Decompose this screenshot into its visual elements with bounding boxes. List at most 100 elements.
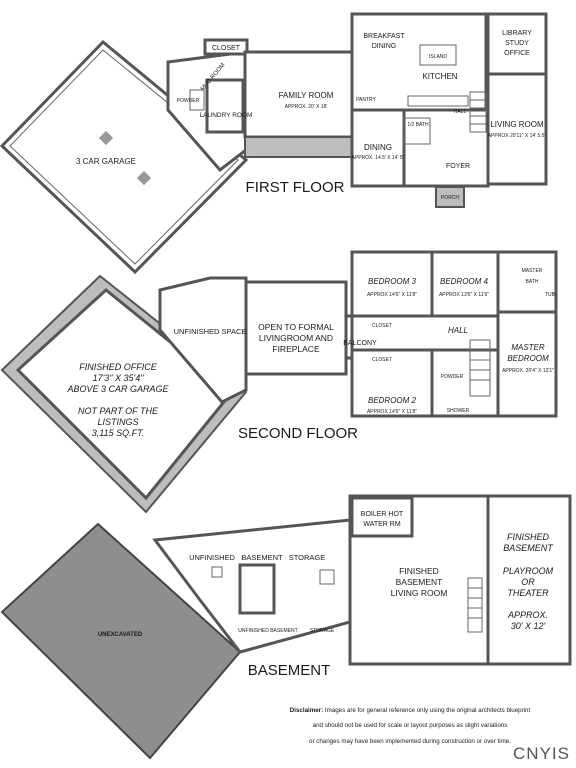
closet-label: CLOSET bbox=[212, 45, 241, 52]
balcony-label: BALCONY bbox=[343, 340, 377, 347]
half-bath-label: 1/2 BATH bbox=[407, 122, 429, 128]
kitchen-island bbox=[419, 44, 457, 66]
unfinished-label: UNFINISHED bbox=[189, 553, 235, 562]
master-bath-label: MASTER bbox=[522, 268, 543, 274]
living-room bbox=[486, 72, 548, 186]
disclaimer-line-2: and should not be used for scale or layo… bbox=[313, 722, 508, 729]
open-to-below bbox=[244, 280, 348, 376]
upstairs-bath bbox=[430, 348, 500, 418]
family-room-terrace bbox=[244, 136, 354, 158]
dining-label: DINING bbox=[364, 143, 392, 152]
closet-2-label: CLOSET bbox=[372, 357, 392, 363]
second-floor-title: SECOND FLOOR bbox=[238, 425, 358, 442]
hall-label-2: HALL bbox=[448, 326, 468, 335]
library-label: LIBRARY bbox=[502, 30, 532, 37]
upstairs-hall bbox=[350, 314, 500, 352]
boiler-room bbox=[350, 496, 414, 538]
closet-room bbox=[203, 38, 249, 56]
unexcavated-label: UNEXCAVATED bbox=[98, 632, 143, 638]
porch-label: PORCH bbox=[441, 195, 459, 201]
storage-label: STORAGE bbox=[289, 553, 326, 562]
closet-1-label: CLOSET bbox=[372, 323, 392, 329]
unfinished-space-label: UNFINISHED SPACE bbox=[174, 327, 247, 336]
first-floor-title: FIRST FLOOR bbox=[246, 179, 345, 196]
kitchen-label: KITCHEN bbox=[422, 72, 457, 81]
unexcavated-area bbox=[0, 522, 242, 760]
disclaimer-text-1: Images are for general reference only us… bbox=[323, 707, 530, 714]
pantry-label: PANTRY bbox=[356, 97, 376, 103]
disclaimer: Disclaimer: Images are for general refer… bbox=[290, 707, 531, 745]
basement-title: BASEMENT bbox=[248, 662, 331, 679]
living-room-label: LIVING ROOM bbox=[490, 120, 544, 129]
playroom-line-9: 30' X 12' bbox=[511, 621, 546, 631]
master-bath bbox=[496, 250, 558, 314]
bedroom-3-size: APPROX 14'6" X 11'8" bbox=[367, 292, 417, 298]
unfinished-small-label: UNFINISHED BASEMENT bbox=[238, 628, 297, 634]
stairs bbox=[469, 91, 487, 133]
breakfast-label: BREAKFAST bbox=[363, 33, 405, 40]
playroom-line-2: BASEMENT bbox=[503, 543, 554, 553]
finished-living-line-1: FINISHED bbox=[399, 566, 439, 576]
office-line-7: 3,115 SQ.FT. bbox=[92, 428, 145, 438]
half-bath bbox=[403, 117, 431, 145]
living-room-size: APPROX 20'11" X 14' 5.5" bbox=[488, 133, 547, 139]
family-room-size: APPROX. 20' X 18' bbox=[285, 104, 328, 110]
basement-stairs bbox=[467, 577, 483, 633]
bedroom-4-label: BEDROOM 4 bbox=[440, 277, 489, 286]
master-bedroom bbox=[496, 310, 558, 418]
office-label: OFFICE bbox=[504, 50, 530, 57]
playroom-line-5: OR bbox=[521, 577, 535, 587]
basement-word-label: BASEMENT bbox=[241, 553, 283, 562]
garage-label: 3 CAR GARAGE bbox=[76, 157, 136, 166]
foyer-label: FOYER bbox=[446, 163, 470, 170]
master-bedroom-line-2: BEDROOM bbox=[507, 354, 549, 363]
office-line-6: LISTINGS bbox=[97, 417, 138, 427]
master-bedroom-size: APPROX. 20'4" X 13'1" bbox=[502, 368, 554, 374]
cnyis-logo: CNYIS bbox=[513, 744, 570, 763]
boiler-line-2: WATER RM bbox=[363, 521, 400, 528]
unfinished-space bbox=[158, 276, 248, 404]
master-bedroom-line-1: MASTER bbox=[511, 343, 545, 352]
bedroom-2-label: BEDROOM 2 bbox=[368, 396, 417, 405]
playroom-line-4: PLAYROOM bbox=[503, 566, 554, 576]
unfinished-column bbox=[238, 563, 276, 615]
powder-label-2: POWDER bbox=[441, 374, 464, 380]
island-label: ISLAND bbox=[429, 54, 447, 60]
study-label: STUDY bbox=[505, 40, 529, 47]
disclaimer-line-1: Disclaimer: Images are for general refer… bbox=[290, 707, 531, 714]
finished-living-line-3: LIVING ROOM bbox=[391, 588, 448, 598]
disclaimer-label: Disclaimer: bbox=[290, 707, 323, 714]
bedroom-2-size: APPROX 14'6" X 11'8" bbox=[367, 409, 417, 415]
porch bbox=[435, 186, 465, 208]
bedroom-4-size: APPROX 13'6" X 11'6" bbox=[439, 292, 489, 298]
hall-area bbox=[402, 108, 490, 188]
office-line-1: FINISHED OFFICE bbox=[79, 362, 157, 372]
shower-label: SHOWER bbox=[447, 408, 470, 414]
disclaimer-line-3: or changes may have been implemented dur… bbox=[309, 738, 511, 745]
tub-label: TUB bbox=[545, 292, 556, 298]
laundry-label: LAUNDRY ROOM bbox=[200, 112, 253, 119]
playroom-line-8: APPROX. bbox=[507, 610, 548, 620]
hall-label: HALL bbox=[454, 109, 467, 115]
first-floor-plan: 3 CAR GARAGE CLOSET MUD ROOM POWDER LAUN… bbox=[0, 12, 548, 275]
powder-label: POWDER bbox=[177, 98, 200, 104]
open-to-line-2: LIVINGROOM AND bbox=[259, 333, 333, 343]
dining-room bbox=[350, 108, 406, 188]
laundry-room bbox=[205, 78, 245, 134]
storage-small-label: STORAGE bbox=[310, 628, 335, 634]
playroom-line-6: THEATER bbox=[507, 588, 549, 598]
open-to-line-1: OPEN TO FORMAL bbox=[258, 322, 334, 332]
playroom-line-1: FINISHED bbox=[507, 532, 550, 542]
basement-plan: UNEXCAVATED UNFINISHED BASEMENT STORAGE … bbox=[0, 494, 572, 760]
dining-size: APPROX. 14.5' X 14' 5" bbox=[352, 155, 405, 161]
boiler-line-1: BOILER HOT bbox=[361, 511, 404, 518]
office-line-5: NOT PART OF THE bbox=[78, 406, 159, 416]
second-floor-plan: FINISHED OFFICE 17'3" X 35'4" ABOVE 3 CA… bbox=[0, 250, 558, 514]
bedroom-3 bbox=[350, 250, 434, 318]
office-line-3: ABOVE 3 CAR GARAGE bbox=[66, 384, 169, 394]
finished-living-line-2: BASEMENT bbox=[396, 577, 443, 587]
open-to-line-3: FIREPLACE bbox=[272, 344, 320, 354]
office-line-2: 17'3" X 35'4" bbox=[93, 373, 145, 383]
dining-label-2: DINING bbox=[372, 43, 397, 50]
